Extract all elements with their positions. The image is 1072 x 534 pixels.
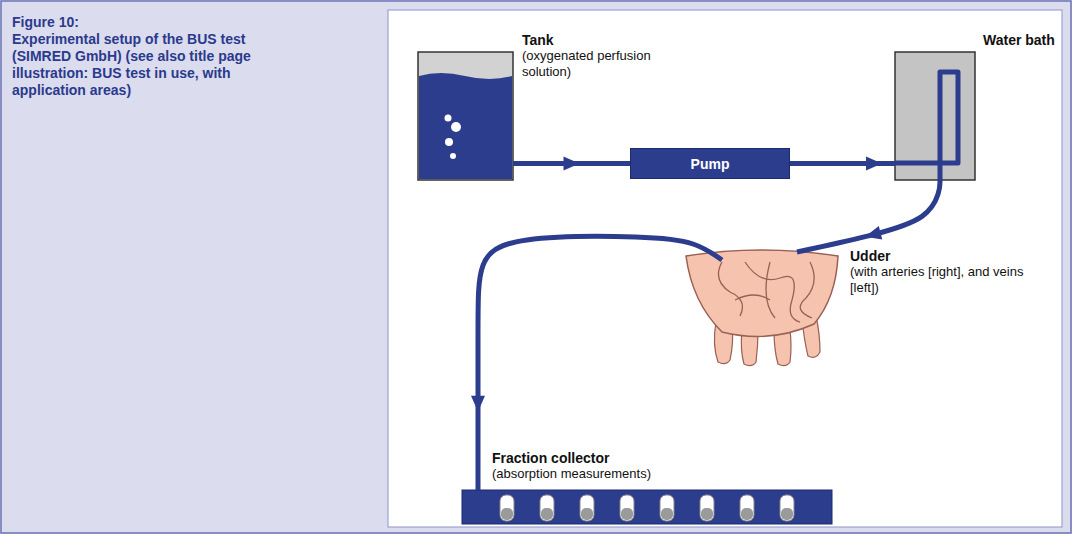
node-label: Water bath [983, 32, 1067, 48]
node-label: Udder [850, 248, 1030, 264]
label-box: Tank(oxygenated perfusion solution) [522, 32, 672, 80]
collector-rack [462, 490, 832, 524]
test-tube [700, 495, 714, 521]
label-box: Fraction collector(absorption measuremen… [492, 450, 732, 482]
bubble [451, 122, 461, 132]
tank-node: Tank(oxygenated perfusion solution) [418, 52, 513, 180]
node-label: Pump [691, 156, 730, 172]
tube-sample [781, 508, 793, 520]
test-tubes [500, 495, 794, 521]
flow-tube [797, 180, 940, 252]
arrowhead [471, 396, 485, 412]
tube-line [797, 180, 940, 252]
test-tube [620, 495, 634, 521]
water-bath-vessel [895, 52, 975, 180]
tube-sample [541, 508, 553, 520]
udder-node: Udder(with arteries [right], and veins [… [682, 244, 840, 366]
node-label: Fraction collector [492, 450, 732, 466]
process-box: Pump [630, 148, 790, 179]
flow-tube [790, 157, 895, 171]
figure-heading: Figure 10:Experimental setup of the BUS … [12, 14, 280, 99]
tube-sample [701, 508, 713, 520]
test-tube [580, 495, 594, 521]
label-box: Water bath [983, 32, 1067, 48]
arrowhead [564, 157, 580, 171]
test-tube [500, 495, 514, 521]
heating-coil [895, 72, 958, 180]
tank-fluid [419, 73, 512, 179]
figure-caption: Experimental setup of the BUS test (SIMR… [12, 31, 280, 99]
water-bath-node: Water bath [895, 52, 975, 180]
tube-sample [741, 508, 753, 520]
node-note: (oxygenated perfusion solution) [522, 48, 672, 80]
collector-node: Fraction collector(absorption measuremen… [462, 490, 832, 524]
test-tube [740, 495, 754, 521]
bubble [445, 138, 453, 146]
figure-title: Figure 10: [12, 14, 280, 31]
label-box: Udder(with arteries [right], and veins [… [850, 248, 1030, 296]
tube-sample [581, 508, 593, 520]
panel [388, 10, 1062, 527]
flow-tube [513, 157, 630, 171]
label-box: Pump [691, 156, 730, 172]
node-label: Tank [522, 32, 672, 48]
tank-vessel [418, 52, 513, 180]
arrowhead [866, 157, 882, 171]
tube-sample [621, 508, 633, 520]
bubble [445, 115, 452, 122]
test-tube [780, 495, 794, 521]
bubble [450, 153, 456, 159]
tube-sample [661, 508, 673, 520]
tube-sample [501, 508, 513, 520]
node-note: (absorption measurements) [492, 466, 732, 482]
test-tube [660, 495, 674, 521]
udder-drawing [686, 250, 838, 366]
test-tube [540, 495, 554, 521]
arrowhead [863, 226, 882, 244]
node-note: (with arteries [right], and veins [left]… [850, 264, 1030, 296]
